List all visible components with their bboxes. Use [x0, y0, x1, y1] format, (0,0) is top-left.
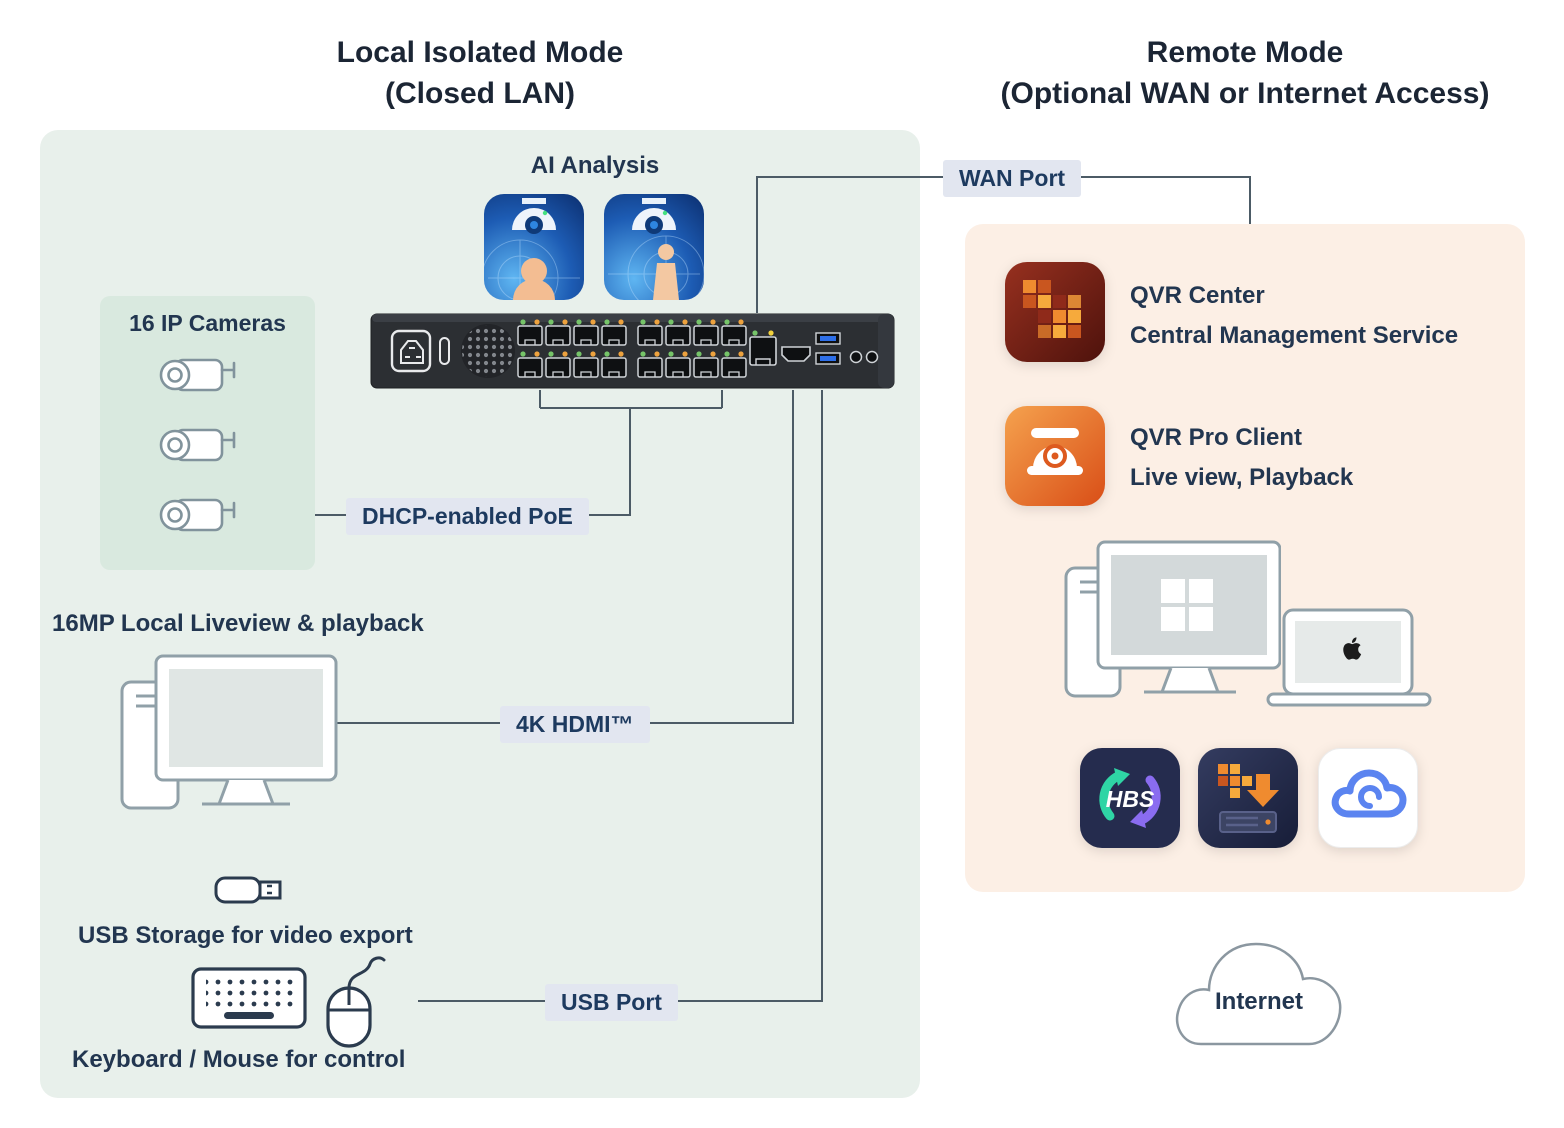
qvr-storage-icon — [1198, 748, 1298, 848]
usb-port-chip: USB Port — [545, 984, 678, 1021]
hdmi-chip: 4K HDMI™ — [500, 706, 650, 743]
usb-ports — [815, 332, 841, 365]
ai-face-icon — [484, 194, 584, 300]
title-remote-line2: (Optional WAN or Internet Access) — [1000, 77, 1490, 110]
liveview-label: 16MP Local Liveview & playback — [52, 610, 424, 637]
local-mode-panel — [40, 130, 920, 1098]
apple-logo-icon — [1343, 637, 1362, 660]
qvr-center-title: QVR Center — [1130, 282, 1265, 309]
keyboard-mouse-label: Keyboard / Mouse for control — [72, 1046, 406, 1073]
title-remote-line1: Remote Mode — [1146, 36, 1344, 69]
ai-analysis-label: AI Analysis — [530, 152, 660, 179]
ip-cameras-label: 16 IP Cameras — [129, 310, 286, 336]
ip-camera-icon — [159, 358, 236, 392]
ip-camera-icon — [159, 498, 236, 532]
ai-person-icon — [604, 194, 704, 300]
title-local-line2: (Closed LAN) — [385, 77, 575, 110]
qvr-center-subtitle: Central Management Service — [1130, 322, 1459, 349]
qvr-pro-subtitle: Live view, Playback — [1130, 464, 1354, 491]
mouse-icon — [326, 956, 386, 1048]
myqnapcloud-icon — [1318, 748, 1418, 848]
qvr-pro-title: QVR Pro Client — [1130, 424, 1303, 451]
title-local-mode: Local Isolated Mode (Closed LAN) — [240, 32, 720, 114]
qvr-pro-icon — [1005, 406, 1105, 506]
audio-jack — [865, 350, 879, 364]
ip-camera-icons — [159, 358, 236, 532]
ip-camera-icon — [159, 428, 236, 462]
hdmi-port — [781, 346, 811, 362]
usb-stick-icon — [214, 876, 282, 904]
nvr-device — [370, 313, 895, 389]
audio-jack — [849, 350, 863, 364]
usb-storage-label: USB Storage for video export — [78, 922, 413, 949]
windows-logo-icon — [1161, 579, 1213, 631]
keyboard-icon — [191, 967, 307, 1029]
title-local-line1: Local Isolated Mode — [336, 36, 624, 69]
hbs-icon: HBS — [1080, 748, 1180, 848]
windows-pc-icon — [1064, 540, 1281, 698]
wan-port-chip: WAN Port — [943, 160, 1082, 197]
hbs-label: HBS — [1106, 786, 1155, 812]
monitor-icon — [120, 654, 338, 810]
macbook-icon — [1266, 608, 1432, 707]
dhcp-poe-chip: DHCP-enabled PoE — [346, 498, 589, 535]
internet-label: Internet — [1214, 988, 1303, 1015]
wan-lan-port — [749, 330, 777, 366]
power-inlet — [390, 329, 432, 373]
internet-cloud — [1175, 942, 1342, 1046]
qvr-center-icon — [1005, 262, 1105, 362]
title-remote-mode: Remote Mode (Optional WAN or Internet Ac… — [945, 32, 1545, 114]
